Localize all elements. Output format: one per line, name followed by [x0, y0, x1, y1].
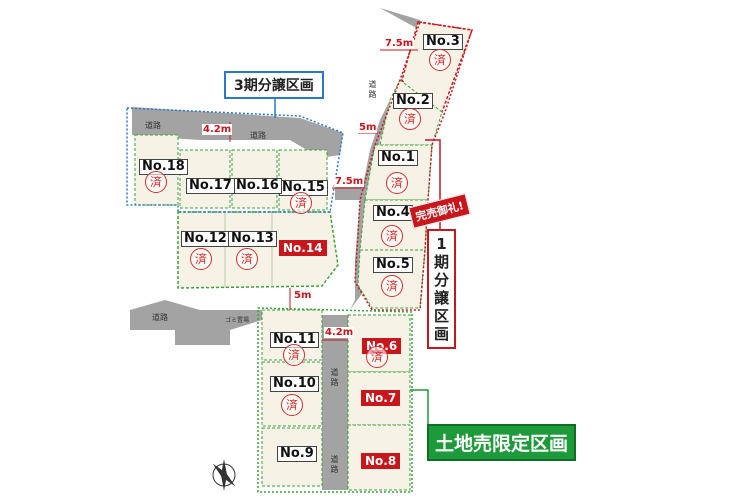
- land-only-leader: [410, 389, 429, 425]
- garbage-area-label: ゴミ置場: [225, 317, 250, 324]
- road-label-diagonal: 道路: [368, 80, 377, 99]
- lot-18-sold-mark: 済: [145, 171, 167, 193]
- lot-11-sold-mark: 済: [283, 344, 305, 366]
- lot-10-sold-mark: 済: [281, 394, 303, 416]
- lot-7-label[interactable]: No.7: [361, 390, 401, 406]
- dimension-label: 7.5m: [384, 38, 415, 49]
- lot-10-label[interactable]: No.10: [270, 376, 319, 392]
- lot-3-label[interactable]: No.3: [423, 34, 463, 50]
- road-label-phase3-top: 道路: [250, 131, 266, 140]
- dimension-label: 4.2m: [202, 124, 233, 135]
- lot-5-sold-mark: 済: [381, 275, 403, 297]
- lot-1-sold-mark: 済: [386, 172, 408, 194]
- lot-12-label[interactable]: No.12: [181, 231, 230, 247]
- lot-13-sold-mark: 済: [236, 248, 258, 270]
- dimension-label: 4.2m: [324, 327, 355, 338]
- roads: [130, 8, 420, 490]
- lot-11-label[interactable]: No.11: [270, 332, 319, 348]
- lot-13-label[interactable]: No.13: [228, 231, 277, 247]
- lot-8-label[interactable]: No.8: [361, 453, 401, 469]
- road-label-phase3-left: 道路: [145, 121, 161, 130]
- road-phase3-top: [132, 107, 343, 158]
- dimension-label: 5m: [293, 290, 313, 301]
- lot-3-sold-mark: 済: [429, 49, 451, 71]
- dimension-label: 7.5m: [334, 176, 365, 187]
- compass-icon: [212, 459, 236, 491]
- phase3-label: 3期分譲区画: [224, 71, 324, 99]
- land-only-label: 土地売限定区画: [427, 424, 577, 461]
- lot-2-sold-mark: 済: [399, 108, 421, 130]
- dimension-lines: [229, 49, 418, 341]
- lot-9-label[interactable]: No.9: [277, 446, 317, 462]
- road-label-lower-mid: 道路: [330, 368, 339, 387]
- lot-4-sold-mark: 済: [381, 225, 403, 247]
- lot-12-sold-mark: 済: [190, 248, 212, 270]
- lot-2-label[interactable]: No.2: [393, 93, 433, 109]
- road-main-diagonal: [130, 8, 420, 345]
- lot-16-label[interactable]: No.16: [233, 178, 282, 194]
- phase1-label: 1 期 分 譲 区 画: [427, 229, 456, 349]
- road-middle-horizontal: [335, 185, 365, 200]
- lot-6-sold-mark: 済: [366, 346, 388, 368]
- road-label-lower-bottom: 道路: [330, 455, 339, 474]
- lot-14-label[interactable]: No.14: [279, 240, 327, 256]
- road-lower-vertical: [322, 315, 348, 490]
- lot-5-label[interactable]: No.5: [373, 257, 413, 273]
- lot-15-sold-mark: 済: [290, 192, 312, 214]
- road-label-lower-left: 道路: [152, 313, 168, 322]
- lot-18-label[interactable]: No.18: [139, 159, 188, 175]
- dimension-label: 5m: [358, 122, 378, 133]
- lot-4-label[interactable]: No.4: [373, 205, 413, 221]
- lot-1-label[interactable]: No.1: [378, 150, 418, 166]
- lot-17-label[interactable]: No.17: [186, 178, 235, 194]
